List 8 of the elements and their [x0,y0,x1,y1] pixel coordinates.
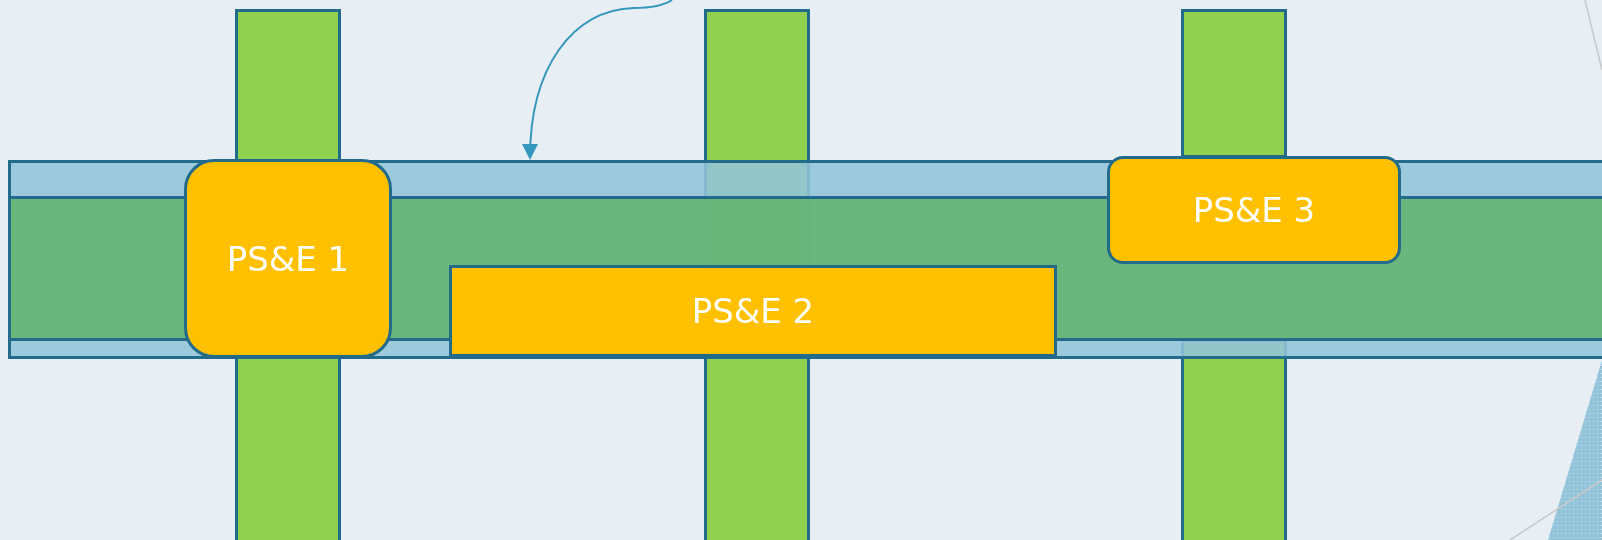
vertical-bar [235,9,341,162]
vertical-bar [1181,9,1287,158]
box-label: PS&E 2 [691,291,815,331]
curved-arrow [522,0,673,160]
rectangle-box [449,265,1057,357]
box-label: PS&E 1 [226,238,350,279]
box-label: PS&E 3 [1192,190,1316,230]
vertical-bar [235,356,341,540]
